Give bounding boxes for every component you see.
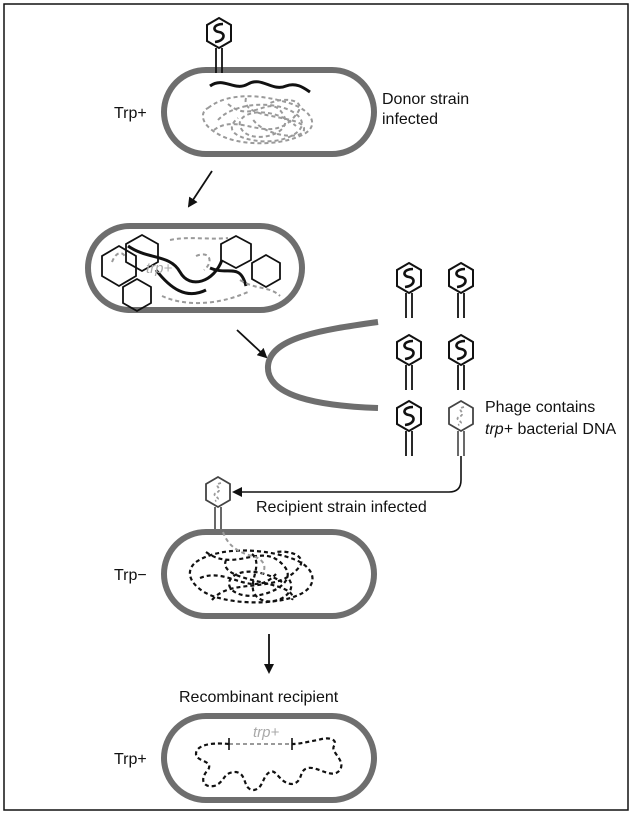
recombinant-gene-label: trp+ <box>253 724 280 741</box>
recipient-trp-label: Trp− <box>114 567 147 584</box>
lysed-cell-wall <box>268 322 378 408</box>
donor-infected-label: infected <box>382 111 438 128</box>
recipient-phage <box>206 477 230 532</box>
donor-phage <box>207 18 231 73</box>
recipient-infected-label: Recipient strain infected <box>256 499 427 516</box>
released-phages <box>397 263 473 456</box>
released-phage-5 <box>397 401 421 456</box>
released-phage-2 <box>449 263 473 318</box>
donor-cell <box>164 70 374 154</box>
donor-trp-label: Trp+ <box>114 105 147 122</box>
arrow-to-recipient <box>234 456 461 492</box>
recipient-cell <box>164 532 374 616</box>
released-phage-1 <box>397 263 421 318</box>
transducing-phage <box>449 401 473 456</box>
arrow-to-lysis <box>189 171 212 206</box>
recombinant-trp-label: Trp+ <box>114 751 147 768</box>
recombinant-cell: trp+ <box>164 716 374 800</box>
donor-strain-label: Donor strain <box>382 91 469 108</box>
released-phage-4 <box>449 335 473 390</box>
arrow-to-release <box>237 330 266 357</box>
recombinant-title: Recombinant recipient <box>179 689 339 706</box>
phage-dna-label: trp+ bacterial DNA <box>485 421 616 438</box>
phage-contains-label: Phage contains <box>485 399 595 416</box>
lysing-cell: trp+ <box>88 226 302 311</box>
lysed-trp-label: trp+ <box>146 260 173 277</box>
released-phage-3 <box>397 335 421 390</box>
